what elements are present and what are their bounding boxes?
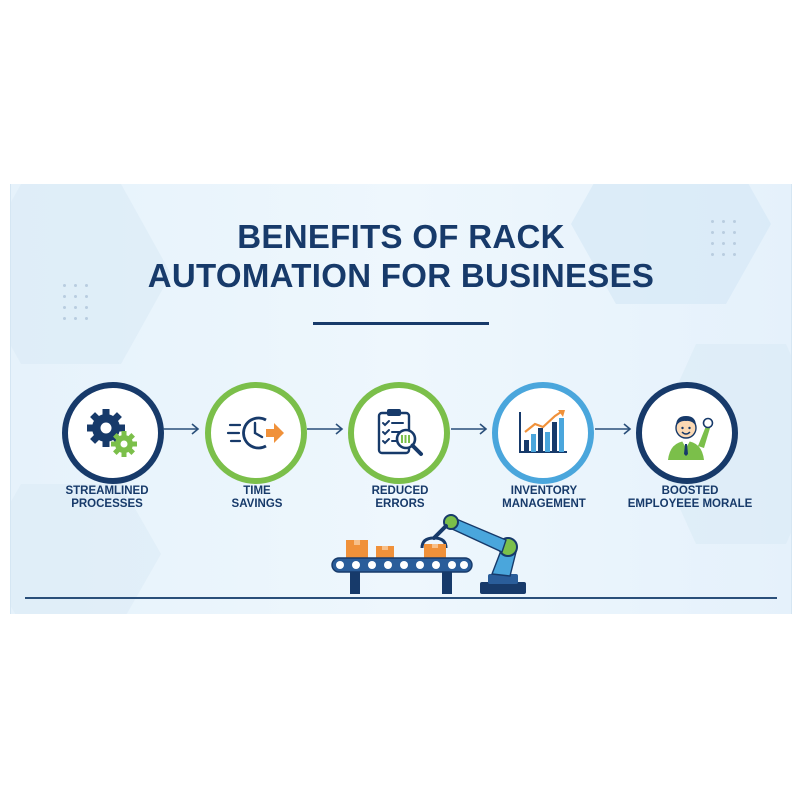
hexagon-decoration (11, 484, 161, 614)
hexagon-decoration (11, 184, 171, 364)
gears-icon (87, 409, 137, 457)
title-underline (313, 322, 489, 325)
infographic-banner: BENEFITS OF RACK AUTOMATION FOR BUSINESE… (10, 184, 792, 614)
arrow-icon (595, 423, 632, 435)
clock-arrow-icon (226, 416, 284, 450)
arrow-icon (307, 423, 344, 435)
happy-employee-icon (668, 416, 714, 460)
ground-line (25, 597, 777, 599)
step-circle (62, 382, 164, 484)
step-label: STREAMLINED PROCESSES (65, 485, 149, 510)
title-line-2: AUTOMATION FOR BUSINESES (147, 257, 655, 294)
arrow-icon (451, 423, 488, 435)
step-label: BOOSTED EMPLOYEEE MORALE (627, 485, 753, 510)
step-circle (492, 382, 594, 484)
step-label: TIME SAVINGS (231, 485, 283, 510)
boxes-icon (346, 540, 446, 558)
step-circle (348, 382, 450, 484)
robot-arm-icon (420, 514, 526, 594)
step-label: INVENTORY MANAGEMENT (502, 485, 586, 510)
step-label: REDUCED ERRORS (371, 485, 429, 510)
title-line-1: BENEFITS OF RACK (237, 218, 565, 255)
step-circle (636, 382, 738, 484)
conveyor-robot-illustration (331, 514, 526, 594)
conveyor-belt-icon (331, 557, 473, 594)
dot-grid-decoration (63, 284, 88, 320)
checklist-magnifier-icon (377, 409, 423, 456)
bar-chart-icon (519, 410, 567, 453)
step-circle (205, 382, 307, 484)
hexagon-decoration (571, 184, 771, 304)
dot-grid-decoration (711, 220, 736, 256)
arrow-icon (163, 423, 200, 435)
